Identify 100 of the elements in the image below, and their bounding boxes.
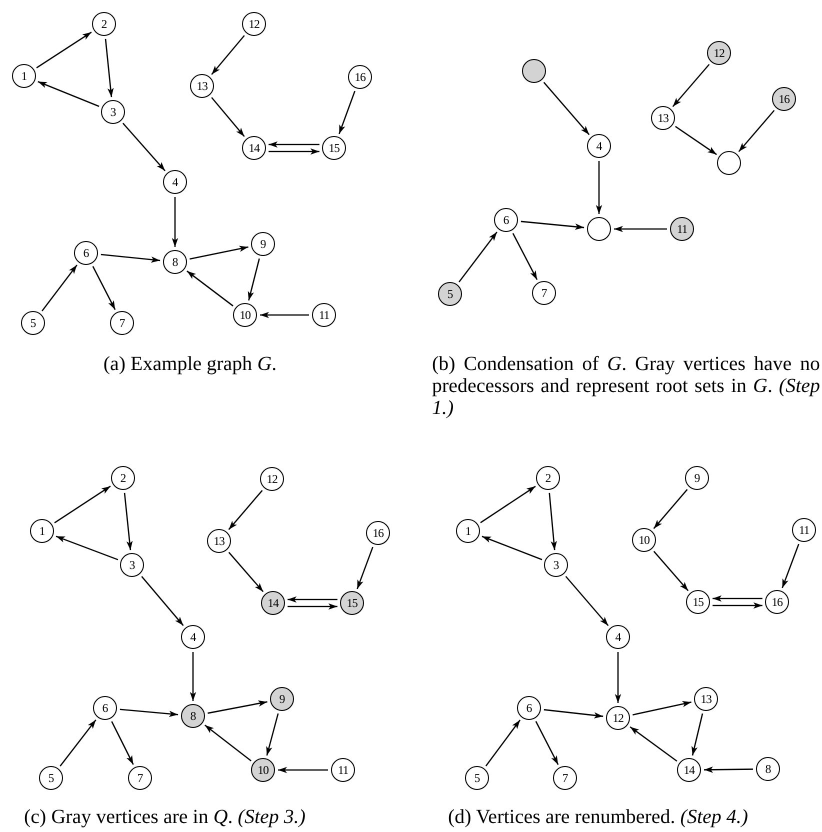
arrow [288, 596, 338, 603]
graph-vertex: 11 [312, 303, 336, 327]
arrow [692, 713, 704, 756]
arrow [458, 232, 498, 282]
graph-vertex: 8 [163, 250, 187, 274]
arrow [653, 550, 689, 592]
graph-vertex: 6 [93, 696, 117, 720]
graph-vertex: 10 [251, 758, 275, 782]
arrow [512, 233, 538, 280]
arrow [38, 81, 100, 107]
arrow [356, 546, 374, 590]
arrow [614, 652, 622, 703]
arrow [204, 724, 252, 762]
graph-vertex: 10 [632, 528, 656, 552]
arrow [211, 97, 245, 137]
graph-vertex: 4 [181, 625, 205, 649]
graph-vertex: 6 [517, 696, 541, 720]
arrow [56, 536, 118, 560]
graph-vertex: 12 [242, 12, 266, 36]
graph-vertex: 5 [438, 282, 462, 306]
arrow [260, 312, 309, 318]
arrow [54, 486, 111, 524]
arrow [268, 141, 320, 148]
graph-vertex: 7 [110, 311, 134, 335]
graph-vertex: 9 [270, 687, 294, 711]
graph-vertex: 15 [322, 136, 346, 160]
graph-vertex: 16 [765, 590, 789, 614]
graph-vertex: 4 [606, 625, 630, 649]
graph-vertex: 4 [587, 134, 611, 158]
arrow [172, 197, 178, 247]
graph-vertex: 1 [456, 519, 480, 543]
arrow [704, 766, 753, 773]
arrow [653, 488, 688, 530]
arrow [228, 552, 264, 592]
graph-vertex: 1 [30, 519, 54, 543]
arrow [122, 122, 166, 172]
arrow [268, 148, 320, 155]
graph-vertex: 1 [12, 64, 36, 88]
graph-vertex: 13 [694, 687, 718, 711]
graph-vertex: 11 [670, 217, 694, 241]
arrow [208, 700, 268, 714]
arrow [92, 266, 116, 310]
figure-caption: (a) Example graph G. [102, 353, 278, 375]
graph-vertex: 15 [686, 590, 710, 614]
graph-vertex: 7 [553, 766, 577, 790]
arrow [120, 708, 178, 717]
graph-vertex: 14 [677, 758, 701, 782]
graph-vertex: 4 [163, 170, 187, 194]
arrow [42, 264, 78, 312]
graph-vertex: 3 [544, 553, 568, 577]
arrow [543, 82, 590, 136]
arrow [632, 700, 692, 716]
arrow [544, 709, 604, 718]
arrow [141, 576, 184, 626]
graph-vertex: 12 [707, 41, 731, 65]
graph-vertex: 3 [101, 100, 125, 124]
arrow [482, 536, 542, 560]
arrow [248, 258, 260, 301]
graph-vertex: 6 [494, 208, 518, 232]
arrow [480, 486, 536, 524]
graph-vertex [522, 59, 546, 83]
arrow [211, 35, 245, 75]
arrow [485, 720, 521, 766]
graph-vertex: 5 [465, 766, 489, 790]
arrow [278, 766, 328, 774]
arrow [672, 64, 710, 108]
arrow [190, 652, 196, 701]
graph-vertex: 5 [39, 766, 63, 790]
graph-vertex: 9 [251, 232, 275, 256]
graph-vertex: 7 [128, 766, 152, 790]
graph-vertex: 13 [207, 529, 231, 553]
arrow [738, 110, 775, 152]
arrow [36, 32, 92, 68]
arrow [675, 126, 717, 156]
arrow [520, 220, 584, 230]
figure-caption: (c) Gray vertices are in Q. (Step 3.) [24, 806, 307, 828]
arrow [60, 719, 96, 767]
graph-vertex: 14 [242, 136, 266, 160]
graph-vertex: 10 [233, 303, 257, 327]
arrow [535, 721, 559, 765]
graph-vertex: 8 [756, 757, 780, 781]
arrow [190, 246, 248, 260]
arrow [104, 38, 114, 98]
arrow [782, 544, 800, 588]
graph-vertex: 2 [92, 12, 116, 36]
graph-vertex [587, 217, 611, 241]
arrow [100, 254, 160, 263]
arrow [712, 595, 762, 602]
graph-vertex: 12 [606, 706, 630, 730]
arrow [712, 602, 762, 609]
graph-vertex: 11 [331, 758, 355, 782]
graph-vertex: 7 [532, 281, 556, 305]
arrow [614, 226, 667, 232]
arrow [288, 603, 338, 610]
graph-vertex: 13 [190, 74, 214, 98]
graph-vertex: 13 [651, 106, 675, 130]
graph-vertex: 11 [792, 518, 816, 542]
graph-vertex: 2 [111, 466, 135, 490]
arrow [548, 492, 557, 550]
graph-vertex: 9 [685, 466, 709, 490]
